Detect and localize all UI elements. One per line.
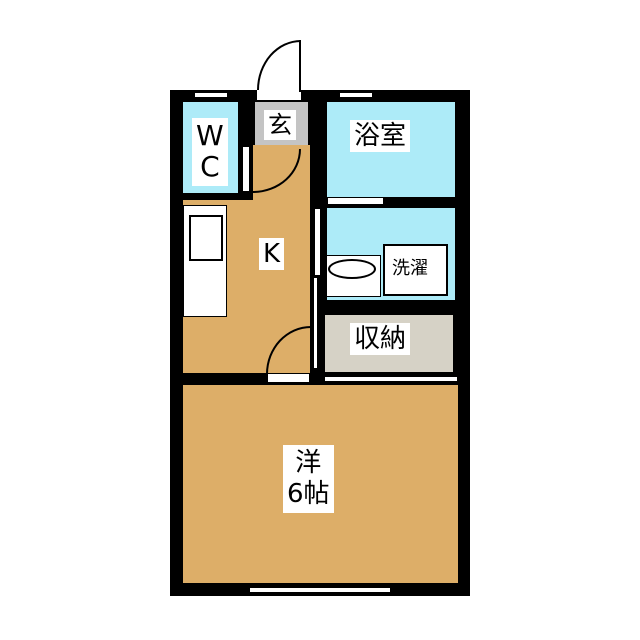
storage-door[interactable] [314,278,317,368]
label-bath: 浴室 [350,120,411,152]
window [250,586,390,594]
label-wc: W C [192,118,228,186]
window [340,91,372,99]
label-storage: 収納 [350,323,411,355]
washbasin-bowl [328,259,376,279]
entrance-door-opening [257,90,301,100]
room-door[interactable] [267,373,310,383]
label-entrance: 玄 [264,110,296,140]
bath-door[interactable] [327,197,384,205]
washroom-door[interactable] [314,208,321,276]
label-western: 洋 6帖 [283,445,334,514]
entrance-door[interactable] [299,40,301,92]
window [195,91,227,99]
window [325,375,457,383]
sink [189,215,223,261]
label-kitchen: K [259,238,285,270]
wc-door[interactable] [242,146,250,192]
label-laundry: 洗濯 [390,258,430,280]
